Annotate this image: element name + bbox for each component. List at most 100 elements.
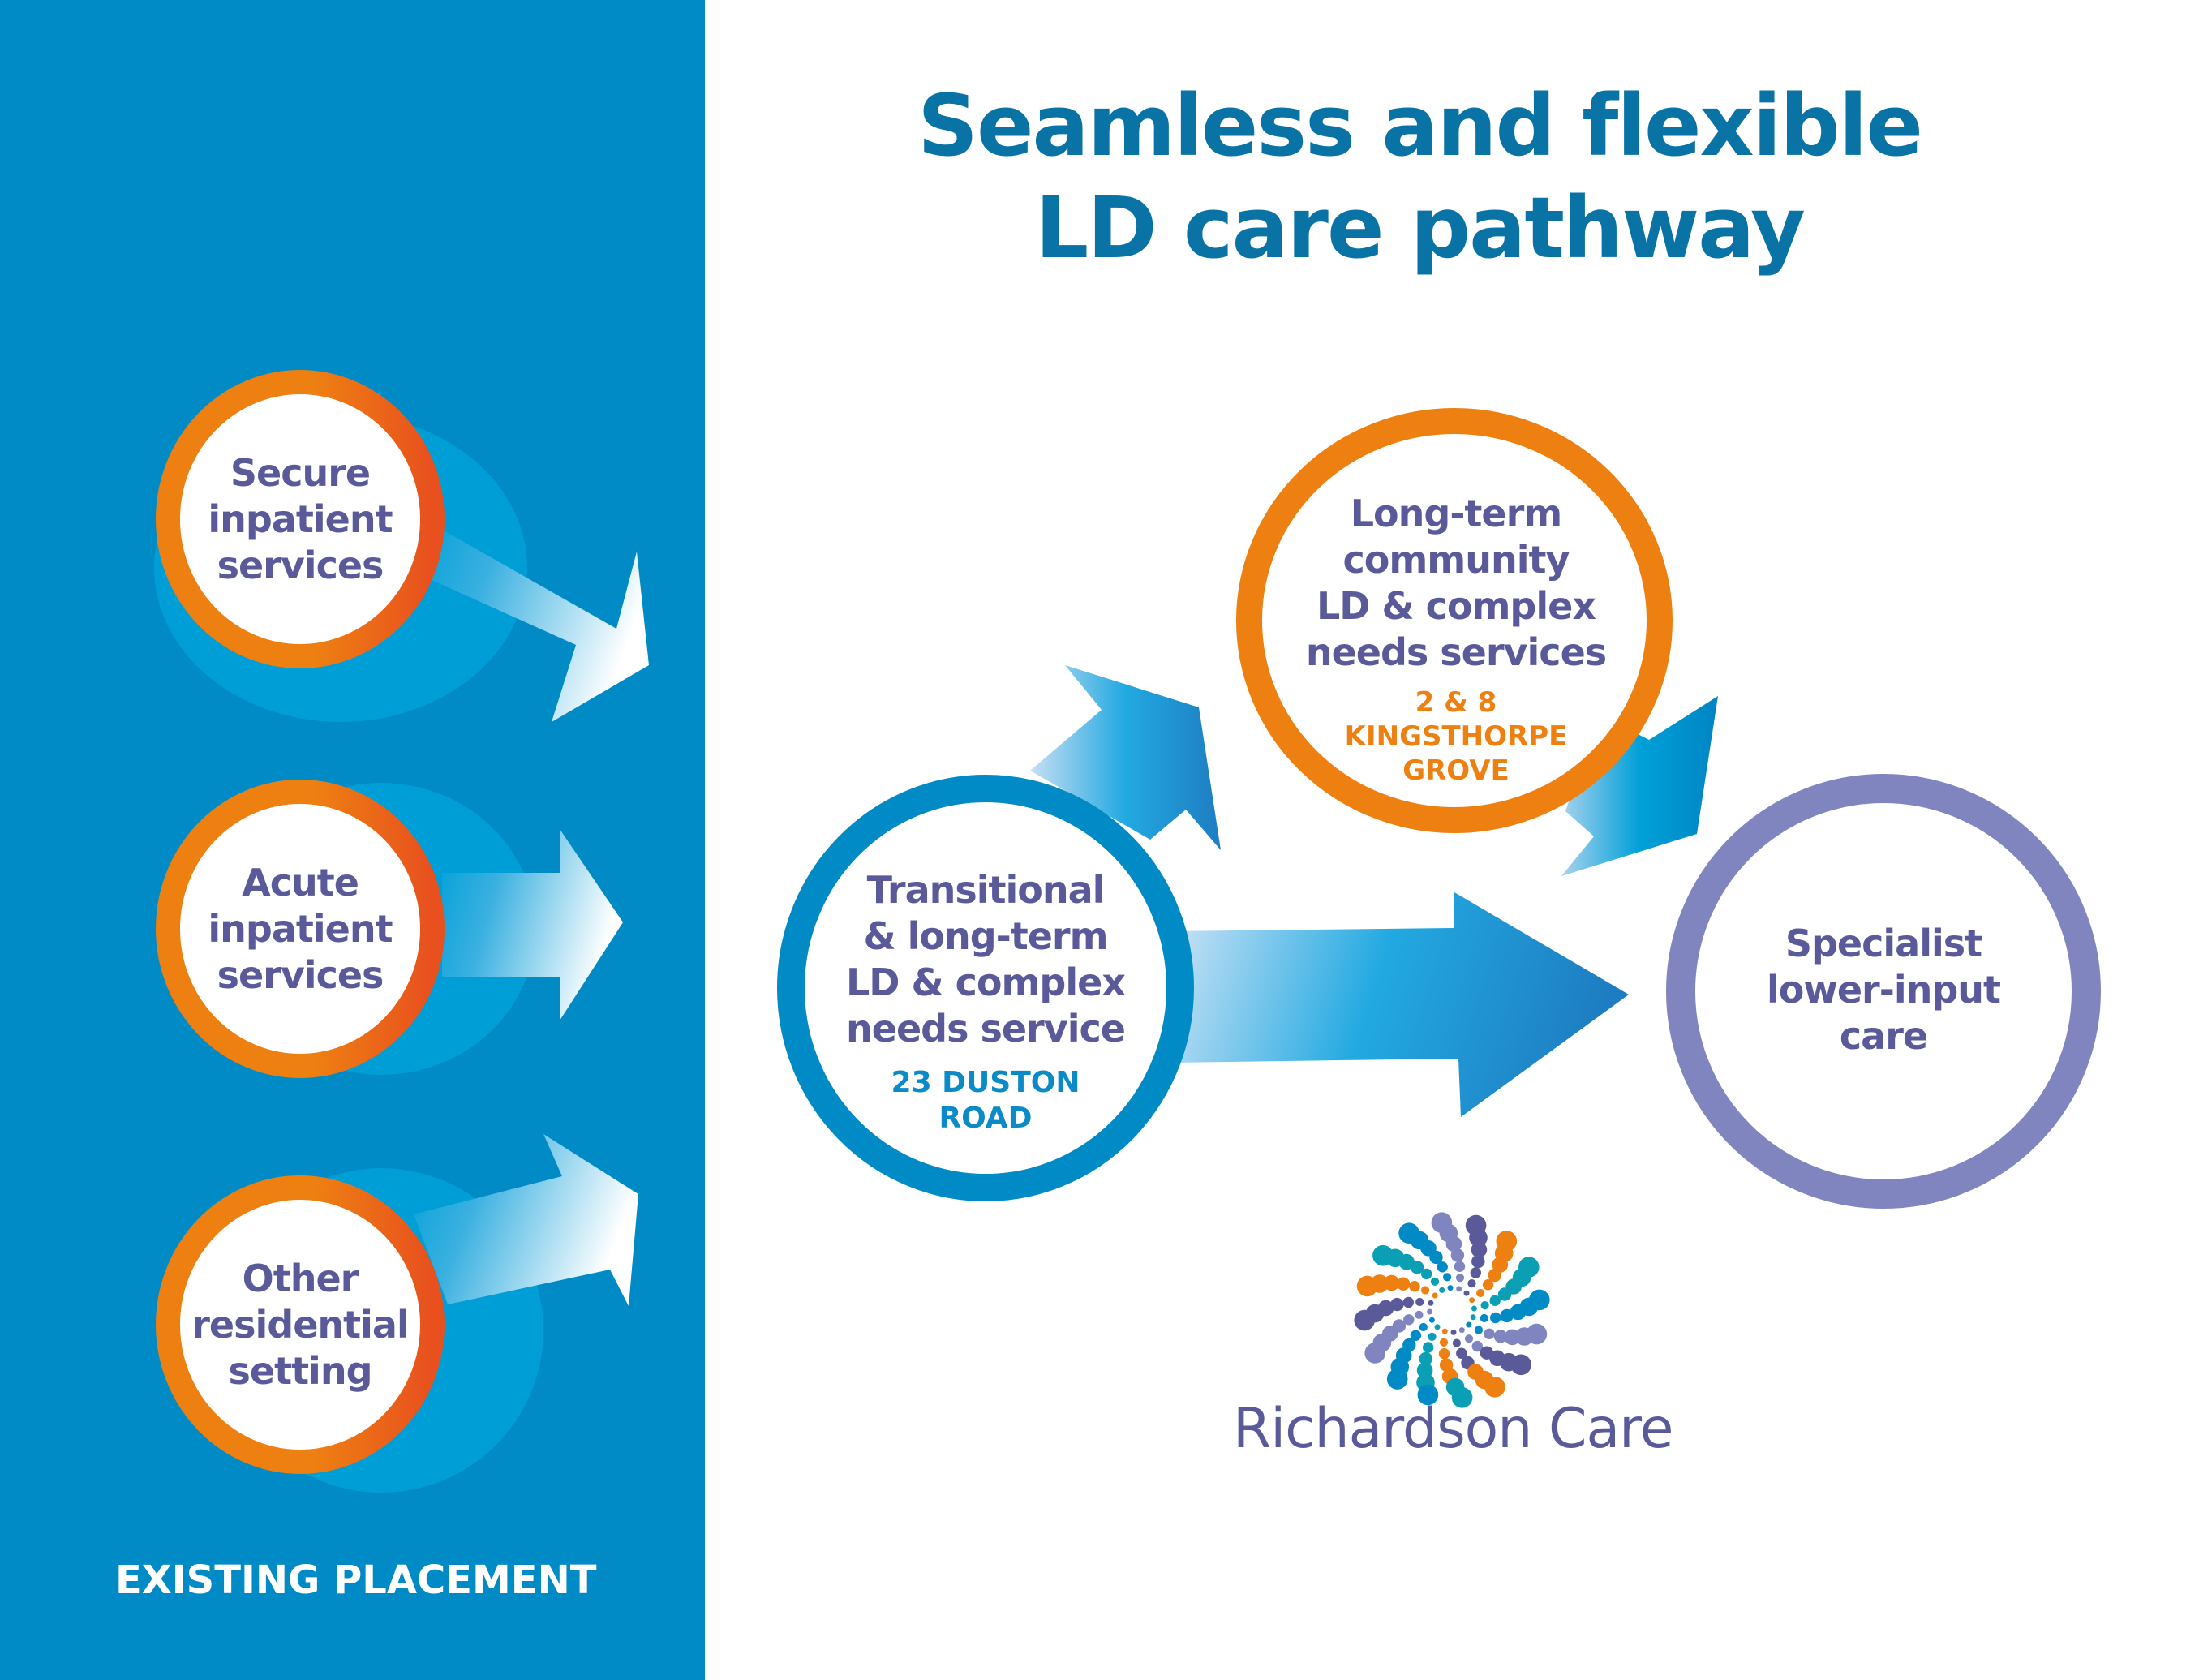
node-label-line: services — [217, 952, 384, 997]
logo-dot — [1402, 1296, 1415, 1308]
logo-dot — [1428, 1332, 1437, 1341]
logo-dot — [1469, 1297, 1475, 1304]
logo-dot — [1526, 1323, 1548, 1345]
richardson-care-wordmark: Richardson Care — [1233, 1397, 1673, 1461]
node-ring-acute — [156, 780, 445, 1078]
node-label-line: Specialist — [1785, 921, 1982, 965]
logo-dot — [1464, 1334, 1474, 1343]
logo-dot — [1476, 1288, 1485, 1298]
node-ring-secure — [156, 370, 445, 668]
logo-dot — [1456, 1347, 1467, 1359]
node-address-line: GROVE — [1402, 754, 1510, 787]
node-secure-inpatient: Secure inpatient services — [168, 382, 432, 656]
logo-dot — [1439, 1358, 1454, 1372]
logo-dot — [1450, 1329, 1457, 1335]
logo-dot — [1415, 1310, 1424, 1319]
logo-dot — [1471, 1254, 1485, 1269]
logo-dot — [1437, 1261, 1448, 1273]
logo-dot — [1471, 1305, 1477, 1312]
logo-dot — [1482, 1279, 1494, 1291]
node-label-line: LD & complex — [845, 960, 1126, 1004]
logo-dot — [1458, 1327, 1465, 1334]
logo-dot — [1434, 1324, 1441, 1330]
logo-dot — [1415, 1297, 1424, 1307]
logo-dot — [1484, 1377, 1505, 1398]
logo-dot — [1470, 1267, 1482, 1278]
logo-dot — [1419, 1322, 1428, 1332]
title-line-1: Seamless and flexible — [917, 76, 1923, 175]
node-label-line: care — [1839, 1013, 1928, 1058]
logo-dot — [1500, 1308, 1514, 1323]
logo-dot — [1450, 1248, 1465, 1262]
node-label-line: inpatient — [208, 906, 393, 951]
logo-dot — [1417, 1384, 1439, 1406]
node-ring-specialist — [1666, 774, 2101, 1209]
logo-dot — [1451, 1387, 1473, 1408]
node-label-line: Other — [242, 1256, 359, 1300]
node-address-line: 23 DUSTON — [891, 1066, 1080, 1099]
logo-dot — [1432, 1292, 1438, 1299]
logo-dot — [1419, 1351, 1432, 1366]
logo-dot — [1456, 1286, 1462, 1292]
logo-dot — [1421, 1286, 1430, 1295]
logo-dot — [1452, 1338, 1461, 1347]
logo-dot — [1354, 1309, 1375, 1331]
arrow-transitional-to-community — [1030, 665, 1221, 850]
logo-dot — [1427, 1308, 1433, 1315]
node-other-residential: Other residential setting — [168, 1188, 432, 1462]
logo-dot — [1480, 1301, 1489, 1310]
logo-dot — [1356, 1275, 1378, 1297]
logo-dot — [1463, 1290, 1470, 1296]
node-label-line: services — [217, 543, 384, 587]
node-label-line: Acute — [242, 860, 359, 904]
logo-dot — [1439, 1287, 1445, 1293]
logo-dot — [1447, 1285, 1454, 1291]
logo-dot — [1439, 1338, 1449, 1347]
logo-dot — [1438, 1348, 1450, 1360]
logo-dot — [1529, 1289, 1550, 1311]
logo-dot — [1430, 1277, 1440, 1286]
node-ring-transitional — [777, 775, 1194, 1201]
logo-dot — [1431, 1212, 1453, 1233]
node-label-line: inpatient — [208, 496, 393, 541]
logo-dot — [1474, 1326, 1483, 1334]
node-long-term-community: Long-term community LD & complex needs s… — [1265, 485, 1647, 793]
node-label-line: Secure — [230, 450, 371, 495]
logo-dot — [1423, 1342, 1434, 1353]
logo-dot — [1441, 1328, 1448, 1334]
logo-dot — [1390, 1297, 1404, 1312]
node-ring-long-term-community — [1236, 408, 1673, 833]
node-label-line: needs service — [846, 1007, 1126, 1051]
node-label-line: needs services — [1305, 630, 1607, 674]
logo-dot — [1490, 1312, 1501, 1324]
node-label-line: LD & complex — [1316, 584, 1596, 628]
node-label-line: Long-term — [1350, 492, 1562, 535]
logo-dot — [1443, 1273, 1452, 1282]
logo-dot — [1396, 1277, 1411, 1291]
node-label-line: community — [1342, 538, 1570, 582]
node-label-line: setting — [228, 1348, 373, 1393]
logo-dot — [1372, 1244, 1394, 1266]
node-specialist: Specialist lower-input care — [1712, 892, 2055, 1087]
richardson-care-logo-icon — [1354, 1212, 1550, 1408]
node-address-line: KINGSTHORPE — [1344, 720, 1568, 753]
logo-dot — [1493, 1330, 1508, 1343]
node-address-line: ROAD — [938, 1102, 1033, 1135]
node-label-line: lower-input — [1766, 967, 2001, 1012]
logo-dot — [1398, 1222, 1419, 1244]
node-label-line: residential — [191, 1302, 409, 1347]
logo-dot — [1386, 1368, 1408, 1390]
logo-dot — [1471, 1340, 1484, 1352]
logo-dot — [1467, 1279, 1476, 1288]
page-title: Seamless and flexible LD care pathway — [884, 75, 1955, 279]
title-line-2: LD care pathway — [1035, 178, 1806, 277]
logo-dot — [1496, 1231, 1518, 1252]
logo-dot — [1465, 1214, 1487, 1236]
logo-dot — [1364, 1343, 1385, 1364]
logo-dot — [1403, 1314, 1415, 1326]
logo-dot — [1484, 1328, 1495, 1340]
node-label-line: & long-term — [863, 914, 1108, 958]
node-acute-inpatient: Acute inpatient services — [168, 792, 432, 1066]
logo-dot — [1480, 1313, 1488, 1323]
